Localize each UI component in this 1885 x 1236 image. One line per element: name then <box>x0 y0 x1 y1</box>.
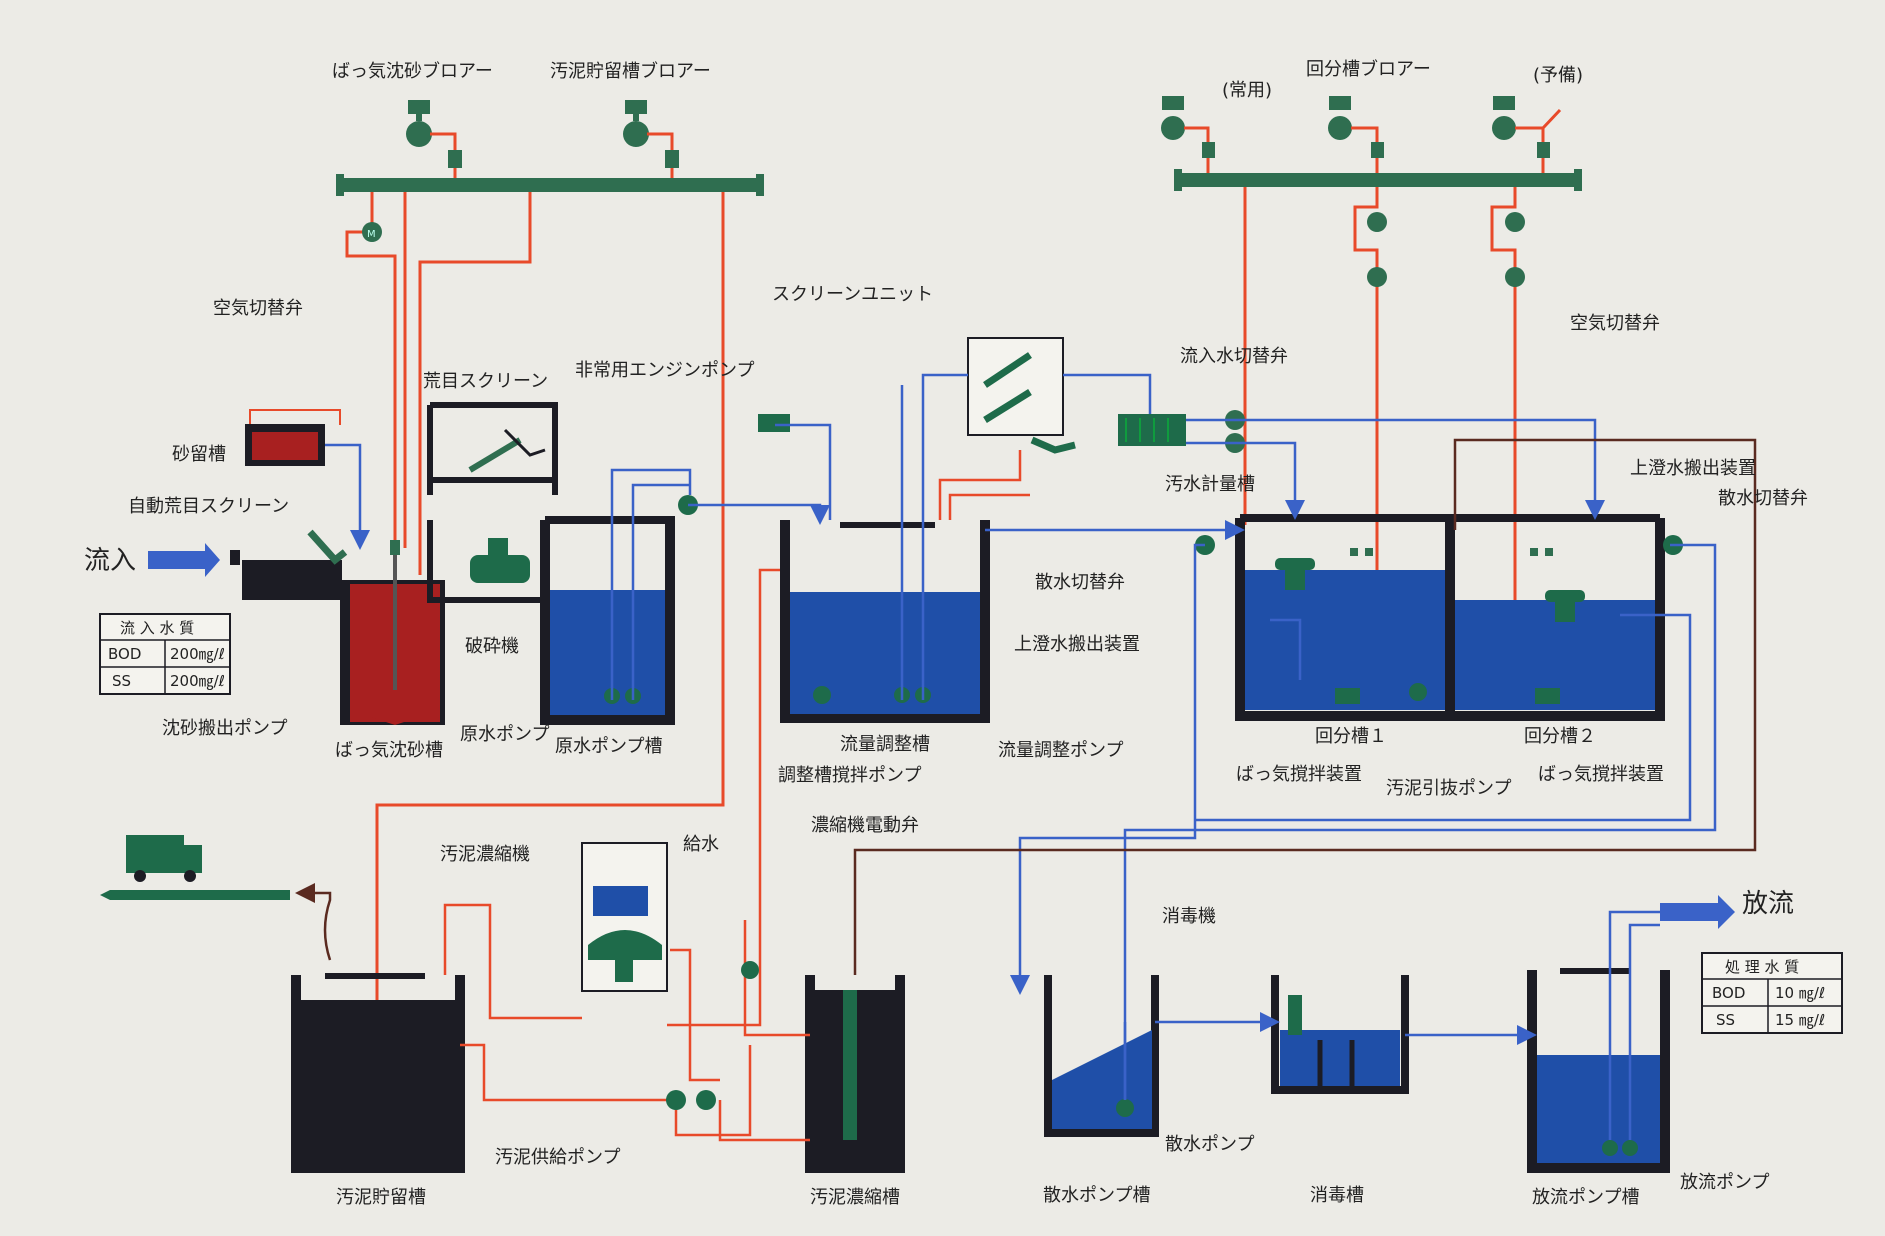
aerator-icon <box>1195 535 1683 704</box>
sludge-storage-tank <box>291 973 465 1173</box>
label-aerated-grit-tank: ばっ気沈砂槽 <box>335 740 443 761</box>
label-spray-pump-tank: 散水ポンプ槽 <box>1043 1185 1150 1206</box>
discharge-pump-tank <box>1527 968 1670 1173</box>
label-thickening-tank: 汚泥濃縮槽 <box>810 1187 900 1208</box>
label-supernatant-mid: 上澄水搬出装置 <box>1014 634 1140 655</box>
blower-icon <box>623 100 679 178</box>
label-sludge-thickener: 汚泥濃縮機 <box>440 844 530 865</box>
label-batch2: 回分槽２ <box>1524 726 1596 747</box>
label-sludge-supply-pump: 汚泥供給ポンプ <box>495 1147 620 1168</box>
inflow-bod-name: BOD <box>108 645 141 663</box>
label-auto-screen: 自動荒目スクリーン <box>128 496 289 517</box>
discharge-arrow <box>1660 895 1735 929</box>
label-rotation-blower: 回分槽ブロアー <box>1306 58 1431 80</box>
label-sludge-pull-pump: 汚泥引抜ポンプ <box>1386 778 1511 799</box>
flow-equalization-tank <box>780 520 990 723</box>
inflow-quality-title: 流 入 水 質 <box>120 619 194 637</box>
label-spray-switch-right: 散水切替弁 <box>1718 488 1808 509</box>
label-raw-pump-tank: 原水ポンプ槽 <box>555 736 662 757</box>
label-crusher: 破砕機 <box>465 636 519 657</box>
screen-icon <box>230 529 348 565</box>
label-flow-tank: 流量調整槽 <box>840 734 930 755</box>
coarse-screen-box <box>427 402 558 495</box>
label-aeration-mix1: ばっ気撹拌装置 <box>1236 764 1362 785</box>
spray-pump-tank <box>1044 975 1159 1137</box>
treated-quality-title: 処 理 水 質 <box>1725 958 1799 976</box>
label-spare: (予備) <box>1533 65 1583 86</box>
blower-icon <box>406 100 462 178</box>
label-common: (常用) <box>1222 80 1272 101</box>
label-screen-unit: スクリーンユニット <box>772 284 933 305</box>
blower-icon <box>1492 96 1562 173</box>
label-aeration-mix2: ばっ気撹拌装置 <box>1538 764 1664 785</box>
treated-bod-value: 10 ㎎/ℓ <box>1775 984 1825 1002</box>
label-grit-blower: ばっ気沈砂ブロアー <box>332 60 493 82</box>
label-water-supply: 給水 <box>683 834 719 855</box>
sludge-lines <box>443 450 1030 1142</box>
emergency-pump-icon <box>678 414 790 515</box>
treated-bod-name: BOD <box>1712 984 1745 1002</box>
sludge-thickener <box>581 842 668 992</box>
screen-unit <box>967 337 1076 454</box>
inflow-ss-name: SS <box>112 672 131 690</box>
label-spray-pump: 散水ポンプ <box>1165 1134 1254 1155</box>
label-flow-pump: 流量調整ポンプ <box>998 740 1123 761</box>
label-inflow-switch-valve: 流入水切替弁 <box>1180 346 1288 367</box>
label-inflow: 流入 <box>84 546 136 576</box>
label-coarse-screen: 荒目スクリーン <box>423 371 548 392</box>
label-sewage-meter: 汚水計量槽 <box>1165 474 1255 495</box>
blower-icon <box>1328 96 1384 173</box>
label-mix-pump: 調整槽撹拌ポンプ <box>778 765 921 786</box>
label-air-switch-right: 空気切替弁 <box>1570 313 1660 334</box>
label-supernatant-right: 上澄水搬出装置 <box>1630 458 1756 479</box>
blower-icon <box>1161 96 1215 173</box>
right-air-header <box>1174 169 1582 191</box>
inflow-bod-value: 200㎎/ℓ <box>170 645 225 663</box>
grit-settling-tank <box>242 424 445 725</box>
raw-pump-tank <box>540 516 675 725</box>
treated-quality-table: 処 理 水 質 BOD 10 ㎎/ℓ SS 15 ㎎/ℓ <box>1701 952 1843 1034</box>
label-discharge-pump: 放流ポンプ <box>1680 1172 1769 1193</box>
thickening-tank <box>805 975 905 1173</box>
label-spray-switch-mid: 散水切替弁 <box>1035 572 1125 593</box>
valve-icon: M <box>362 222 382 242</box>
label-batch1: 回分槽１ <box>1315 726 1387 747</box>
inflow-arrow <box>148 543 220 577</box>
label-emergency-pump: 非常用エンジンポンプ <box>575 360 754 381</box>
air-lines <box>249 187 1517 1040</box>
label-disinfector: 消毒機 <box>1162 906 1216 927</box>
inflow-ss-value: 200㎎/ℓ <box>170 672 225 690</box>
label-air-switch-left: 空気切替弁 <box>213 298 303 319</box>
pump-icon <box>666 961 759 1110</box>
label-sludge-storage-tank: 汚泥貯留槽 <box>336 1187 426 1208</box>
valve-icon <box>1367 212 1525 287</box>
treated-ss-name: SS <box>1716 1011 1735 1029</box>
label-grit-tank: 砂留槽 <box>172 444 226 465</box>
water-lines <box>325 373 1717 1140</box>
label-thickener-valve: 濃縮機電動弁 <box>811 815 919 836</box>
inflow-quality-table: 流 入 水 質 BOD 200㎎/ℓ SS 200㎎/ℓ <box>99 613 231 695</box>
svg-text:M: M <box>367 229 376 240</box>
sewage-meter <box>1118 410 1245 453</box>
label-grit-pump: 沈砂搬出ポンプ <box>162 718 287 739</box>
crusher-icon <box>427 520 548 603</box>
label-discharge-pump-tank: 放流ポンプ槽 <box>1532 1187 1639 1208</box>
disinfection-tank <box>1271 975 1409 1094</box>
label-raw-pump: 原水ポンプ <box>460 724 549 745</box>
label-disinfection-tank: 消毒槽 <box>1310 1185 1364 1206</box>
left-air-header <box>336 174 764 196</box>
truck-icon <box>100 835 290 900</box>
label-sludge-storage-blower: 汚泥貯留槽ブロアー <box>550 60 711 82</box>
discharge-sludge-line <box>295 438 1757 975</box>
treated-ss-value: 15 ㎎/ℓ <box>1775 1011 1825 1029</box>
label-discharge: 放流 <box>1742 889 1794 919</box>
